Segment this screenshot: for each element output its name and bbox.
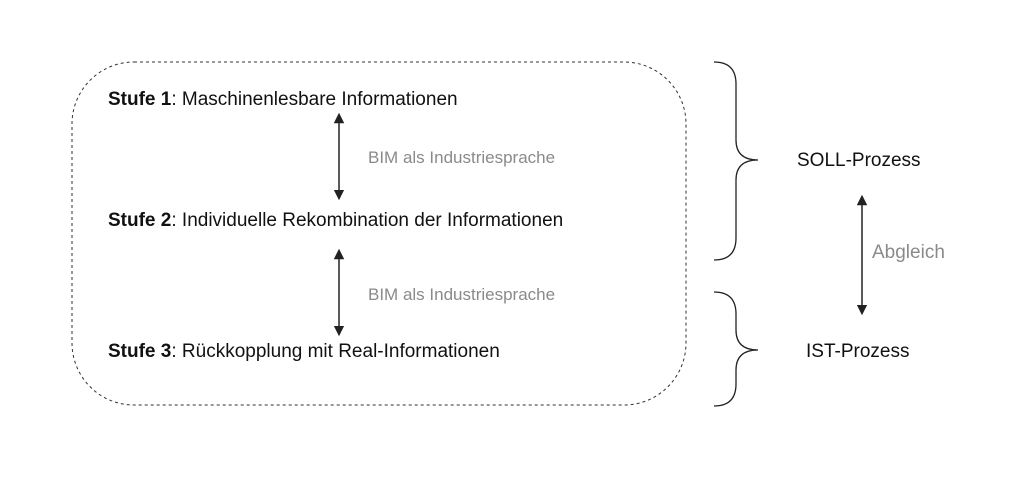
- soll-process-label: SOLL-Prozess: [797, 150, 921, 171]
- step-2-label: Stufe 2: [108, 210, 172, 231]
- step-1-label: Stufe 1: [108, 89, 172, 110]
- ist-process-label: IST-Prozess: [806, 341, 910, 362]
- connector-label-2: BIM als Industriesprache: [368, 285, 556, 304]
- step-3-text: : Rückkopplung mit Real-Informationen: [171, 341, 500, 362]
- dashed-frame: [71, 61, 687, 406]
- step-2: Stufe 2: Individuelle Rekombination der …: [108, 210, 563, 232]
- step-3: Stufe 3: Rückkopplung mit Real-Informati…: [108, 341, 500, 363]
- abgleich-label: Abgleich: [872, 242, 945, 263]
- connector-label-1: BIM als Industriesprache: [368, 148, 556, 167]
- step-2-text: : Individuelle Rekombination der Informa…: [171, 210, 564, 231]
- brace-soll: [713, 61, 759, 261]
- step-3-label: Stufe 3: [108, 341, 172, 362]
- brace-ist: [713, 291, 759, 407]
- step-1-text: : Maschinenlesbare Informationen: [171, 89, 458, 110]
- step-1: Stufe 1: Maschinenlesbare Informationen: [108, 89, 458, 111]
